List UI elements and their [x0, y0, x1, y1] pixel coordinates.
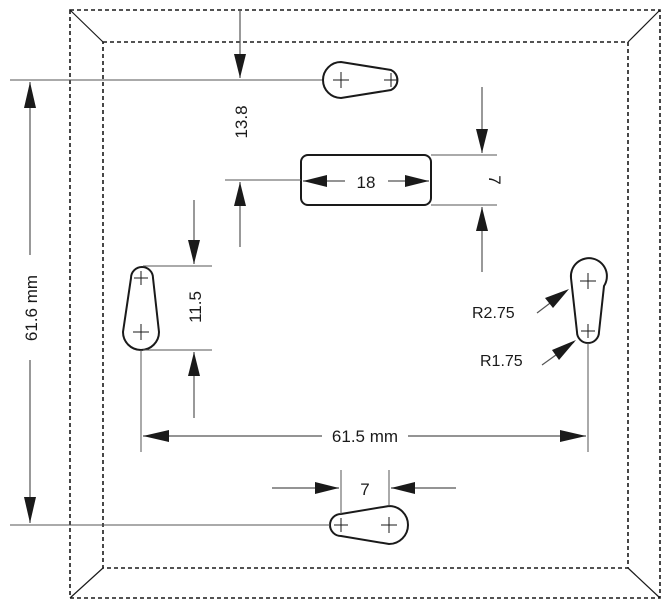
bevel-top-right: [627, 9, 661, 43]
label-large-radius: R2.75: [472, 305, 515, 322]
label-top-offset: 13.8: [232, 105, 251, 138]
housing-outline: [69, 9, 661, 599]
label-overall-width: 61.5 mm: [332, 427, 398, 446]
dim-slot-height: 7: [431, 87, 504, 272]
dim-slot-width: 18: [303, 173, 429, 192]
label-bottom-keyhole-span: 7: [360, 480, 369, 499]
label-slot-width: 18: [357, 173, 376, 192]
dim-overall-width: 61.5 mm: [140, 343, 589, 452]
left-keyhole: [121, 266, 161, 351]
label-small-radius: R1.75: [480, 353, 523, 370]
bottom-keyhole: [329, 504, 409, 546]
dim-overall-height: 61.6 mm: [10, 79, 330, 526]
label-overall-height: 61.6 mm: [22, 275, 41, 341]
dim-left-keyhole-span: 11.5: [143, 200, 212, 418]
label-slot-height: 7: [485, 175, 504, 184]
bevel-bottom-left: [69, 567, 104, 599]
dim-bottom-keyhole-span: 7: [272, 470, 456, 514]
dim-top-offset: 13.8: [225, 10, 301, 247]
top-keyhole: [322, 60, 399, 100]
outer-edge: [69, 9, 661, 599]
inner-edge: [102, 41, 629, 569]
bevel-top-left: [69, 9, 104, 43]
right-keyhole: [569, 257, 608, 344]
bevel-bottom-right: [627, 567, 661, 599]
label-left-keyhole-span: 11.5: [186, 291, 205, 323]
radius-callouts: R2.75 R1.75: [472, 289, 576, 370]
